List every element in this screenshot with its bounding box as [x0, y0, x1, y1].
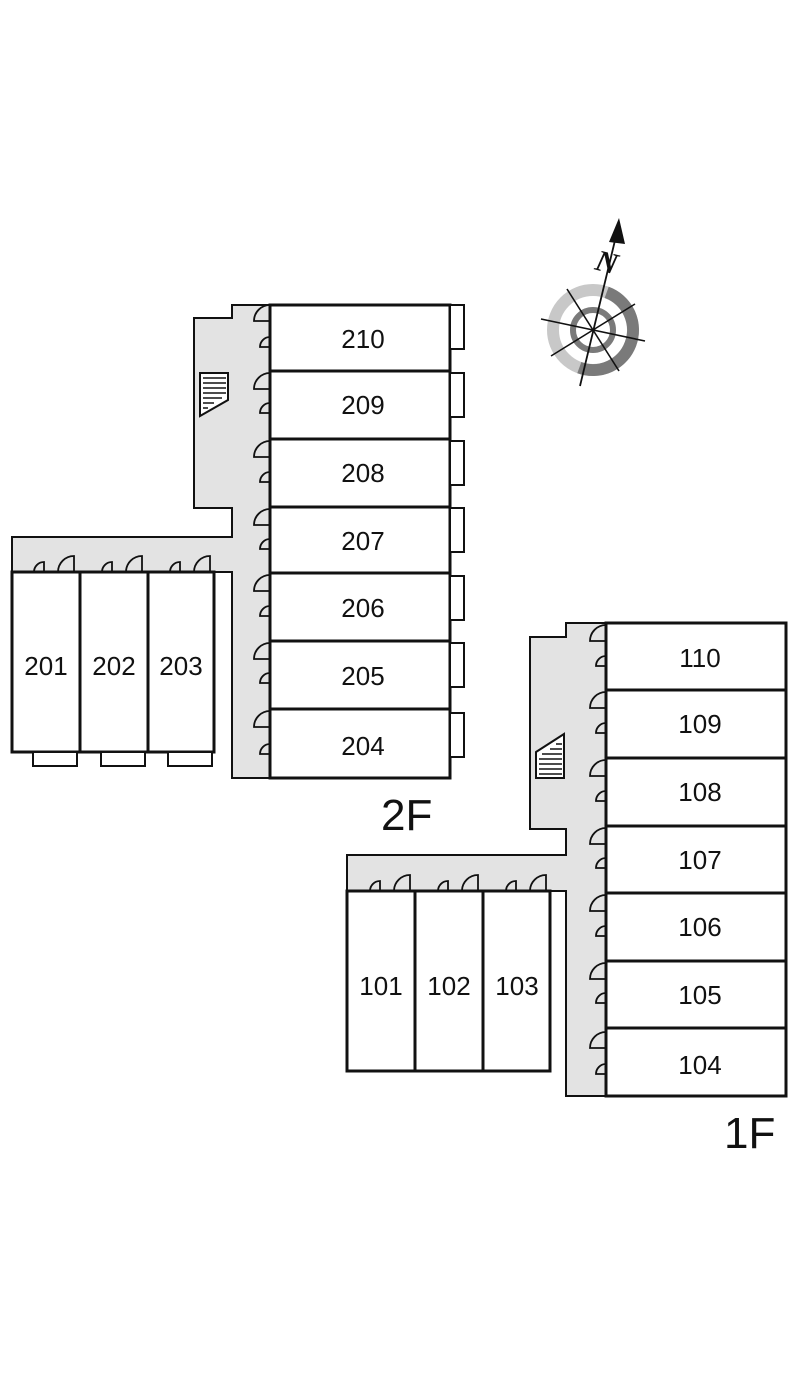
unit-label: 104 — [678, 1050, 721, 1080]
unit-106[interactable]: 106 — [604, 891, 788, 963]
unit-109[interactable]: 109 — [604, 688, 788, 760]
unit-108[interactable]: 108 — [604, 756, 788, 828]
unit-208[interactable]: 208 — [268, 437, 465, 509]
unit-206[interactable]: 206 — [268, 571, 465, 643]
corridor-2f — [11, 304, 271, 779]
door-icons-1f-right — [589, 624, 607, 1075]
floor-label-2f: 2F — [381, 791, 432, 840]
unit-label: 101 — [359, 971, 402, 1001]
unit-203[interactable]: 203 — [146, 570, 216, 767]
unit-label: 102 — [427, 971, 470, 1001]
unit-202[interactable]: 202 — [78, 570, 150, 767]
unit-110[interactable]: 110 — [604, 621, 788, 692]
door-icons-1f-left — [369, 874, 547, 892]
unit-104[interactable]: 104 — [604, 1026, 788, 1098]
unit-label: 210 — [341, 324, 384, 354]
unit-label: 207 — [341, 526, 384, 556]
unit-210[interactable]: 210 — [268, 303, 465, 373]
unit-label: 110 — [679, 643, 720, 673]
north-arrowhead-icon — [609, 218, 625, 244]
unit-label: 208 — [341, 458, 384, 488]
floor-2f: 210 209 208 207 206 205 — [10, 303, 465, 840]
door-icons-2f-right — [253, 304, 271, 755]
unit-205[interactable]: 205 — [268, 639, 465, 711]
unit-204[interactable]: 204 — [268, 707, 465, 780]
unit-label: 204 — [341, 731, 384, 761]
stairs-2f — [199, 372, 229, 418]
unit-101[interactable]: 101 — [345, 889, 417, 1073]
unit-label: 109 — [678, 709, 721, 739]
unit-107[interactable]: 107 — [604, 824, 788, 895]
unit-102[interactable]: 102 — [413, 889, 485, 1073]
unit-label: 205 — [341, 661, 384, 691]
corridor-1f — [346, 622, 607, 1097]
unit-label: 203 — [159, 651, 202, 681]
unit-label: 202 — [92, 651, 135, 681]
compass: N — [540, 218, 646, 387]
unit-label: 103 — [495, 971, 538, 1001]
unit-label: 209 — [341, 390, 384, 420]
floor-label-1f: 1F — [724, 1109, 775, 1158]
unit-label: 201 — [24, 651, 67, 681]
unit-label: 105 — [678, 980, 721, 1010]
unit-207[interactable]: 207 — [268, 505, 465, 575]
compass-north-label: N — [591, 244, 622, 282]
unit-105[interactable]: 105 — [604, 959, 788, 1030]
stairs-1f — [535, 732, 565, 779]
door-icons-2f-left — [33, 555, 211, 573]
unit-label: 206 — [341, 593, 384, 623]
unit-201[interactable]: 201 — [10, 570, 82, 767]
north-arrow-icon — [579, 231, 618, 387]
unit-label: 106 — [678, 912, 721, 942]
unit-label: 108 — [678, 777, 721, 807]
unit-209[interactable]: 209 — [268, 369, 465, 441]
unit-103[interactable]: 103 — [481, 889, 552, 1073]
unit-label: 107 — [678, 845, 721, 875]
floor-1f: 110 109 108 107 106 105 104 — [345, 621, 788, 1158]
